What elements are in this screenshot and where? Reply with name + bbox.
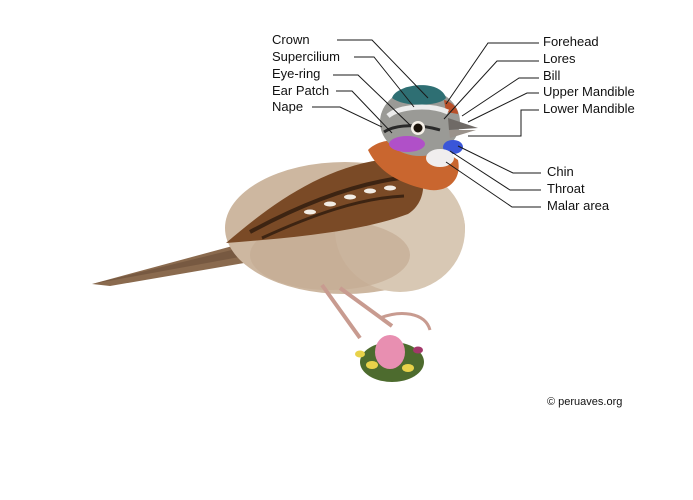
leader-bill (461, 77, 539, 117)
ear-patch (389, 136, 425, 152)
leader-lines (312, 39, 541, 208)
bird-legs (320, 283, 394, 340)
sparrow-illustration (92, 85, 478, 382)
label-lower-mandible: Lower Mandible (543, 101, 635, 116)
labels-right-top: Forehead Lores Bill Upper Mandible Lower… (543, 34, 635, 116)
bird-wing (226, 158, 424, 243)
leader-chin (457, 145, 541, 174)
leader-crown (337, 39, 429, 99)
leader-ear-patch (336, 90, 393, 134)
label-lores: Lores (543, 51, 576, 66)
leader-lower-mandible (468, 109, 539, 137)
label-upper-mandible: Upper Mandible (543, 84, 635, 99)
leader-lores (443, 60, 539, 120)
label-malar-area: Malar area (547, 198, 610, 213)
labels-left: Crown Supercilium Eye-ring Ear Patch Nap… (272, 32, 340, 114)
leader-upper-mandible (467, 92, 539, 123)
leader-malar-area (445, 161, 541, 208)
label-forehead: Forehead (543, 34, 599, 49)
leader-throat (449, 150, 541, 191)
leader-forehead (445, 42, 539, 105)
credit-text: © peruaves.org (547, 396, 622, 408)
chin-patch (443, 140, 463, 154)
bill-upper (448, 118, 478, 130)
eye (413, 123, 423, 133)
label-supercilium: Supercilium (272, 49, 340, 64)
leader-nape (312, 106, 383, 128)
wing-bar (304, 185, 396, 215)
label-crown: Crown (272, 32, 310, 47)
labels-right-bottom: Chin Throat Malar area (547, 164, 610, 213)
flower-perch (355, 335, 424, 382)
leader-supercilium (354, 56, 415, 108)
label-chin: Chin (547, 164, 574, 179)
label-ear-patch: Ear Patch (272, 83, 329, 98)
label-nape: Nape (272, 99, 303, 114)
bill-lower (449, 130, 476, 138)
crown-patch (392, 85, 446, 105)
label-throat: Throat (547, 181, 585, 196)
leader-eye-ring (333, 74, 411, 126)
label-eye-ring: Eye-ring (272, 66, 320, 81)
label-bill: Bill (543, 68, 560, 83)
